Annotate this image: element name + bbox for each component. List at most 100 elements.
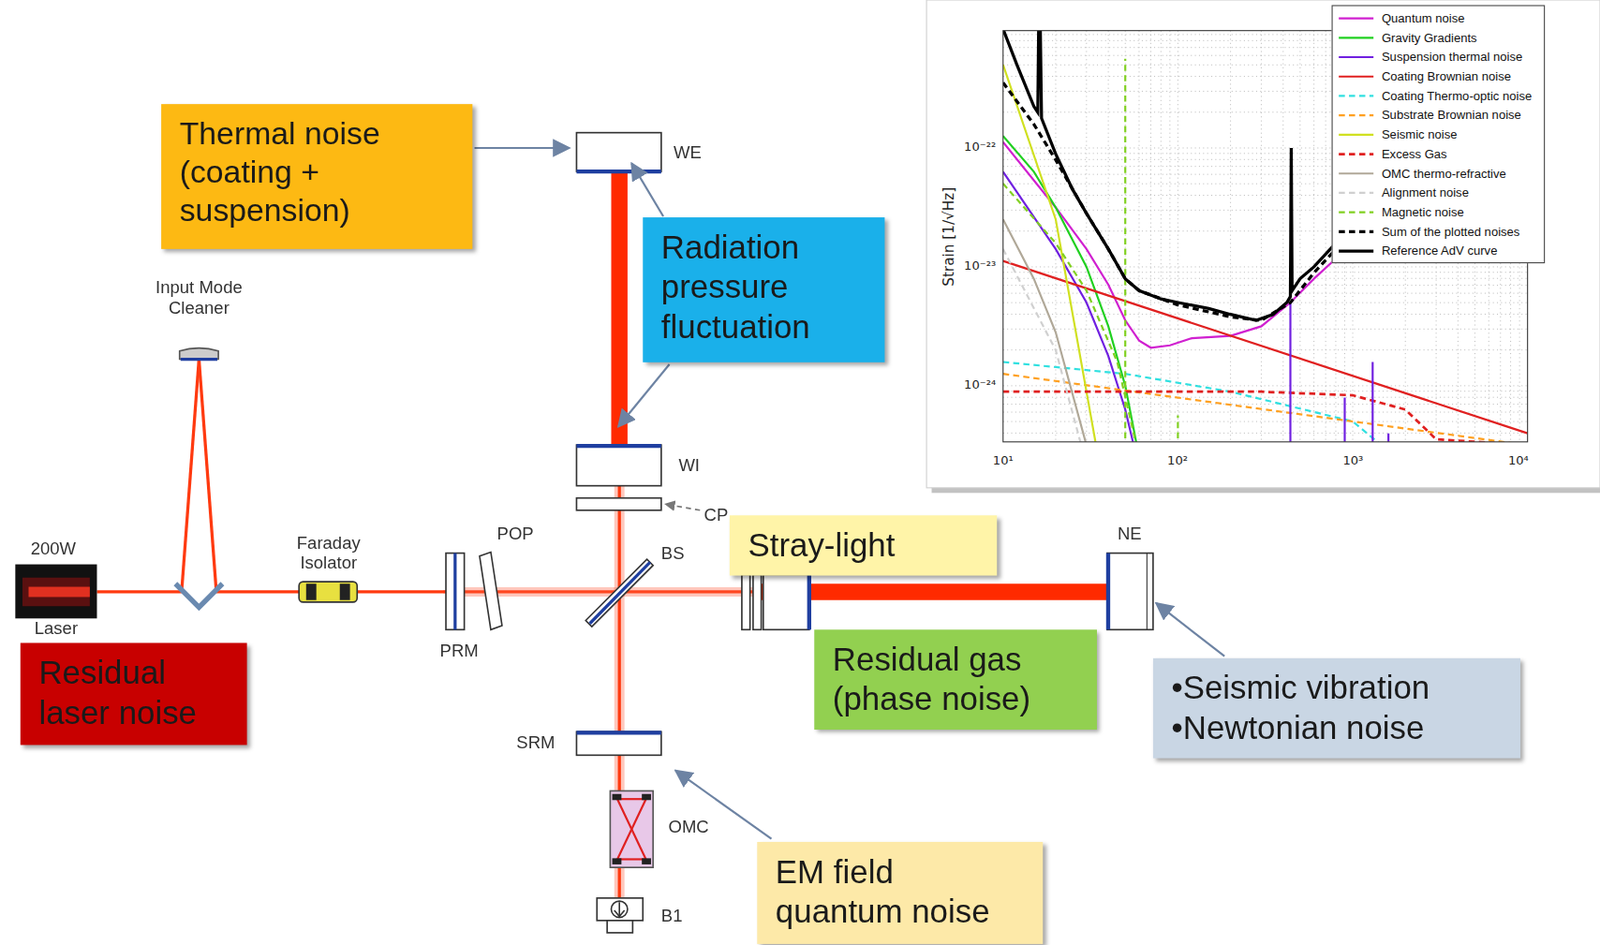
west-end-mirror: [576, 133, 661, 172]
axis-tick-label: 10⁻²²: [963, 140, 996, 155]
component-label: NE: [1117, 523, 1142, 544]
callout-box: •Seismic vibration•Newtonian noise: [1153, 658, 1521, 759]
component-label: Laser: [34, 619, 78, 639]
legend-entry: Magnetic noise: [1336, 202, 1541, 223]
grid-line: [1108, 30, 1110, 443]
laser-symbol: [14, 564, 97, 620]
legend-line-sample: [1336, 245, 1376, 256]
axis-tick-label: 10⁻²⁴: [963, 378, 996, 393]
grid-line: [1169, 30, 1171, 443]
grid-line: [1003, 412, 1528, 414]
callout-box: Residual laser noise: [20, 642, 248, 745]
grid-line: [1260, 30, 1262, 443]
component-label: BS: [661, 544, 685, 564]
signal-recycling-mirror: [576, 731, 661, 756]
component-label: CP: [704, 505, 729, 526]
legend-line: [1338, 36, 1374, 39]
component-label: Faraday Isolator: [277, 533, 380, 574]
legend-text: Excess Gas: [1381, 146, 1448, 161]
callout-box: Thermal noise (coating + suspension): [161, 103, 473, 250]
output-mode-cleaner: [609, 790, 653, 868]
legend-text: Seismic noise: [1381, 127, 1458, 142]
axis-title: Strain [1/√Hz]: [940, 187, 958, 287]
legend-line-sample: [1336, 89, 1376, 101]
legend-line: [1338, 94, 1374, 97]
legend-entry: Coating Thermo-optic noise: [1336, 86, 1541, 106]
legend-text: Reference AdV curve: [1381, 243, 1498, 258]
legend-entry: Alignment noise: [1336, 182, 1541, 203]
grid-line: [1003, 266, 1528, 267]
legend-text: Magnetic noise: [1381, 204, 1465, 219]
noise-curve: [1003, 261, 1528, 434]
legend-text: Substrate Brownian noise: [1381, 107, 1522, 122]
callout-text: EM field quantum noise: [775, 852, 1025, 933]
photodiode: [596, 898, 643, 934]
legend-line: [1338, 133, 1374, 135]
legend-line-sample: [1336, 109, 1376, 120]
legend-text: Suspension thermal noise: [1381, 49, 1523, 64]
legend-entry: Gravity Gradients: [1336, 27, 1541, 47]
noise-curve: [1124, 59, 1126, 443]
callout-text: Thermal noise (coating + suspension): [179, 114, 455, 231]
grid-line: [1003, 302, 1528, 304]
callout-text: Residual gas (phase noise): [832, 639, 1080, 720]
callout-text: Residual laser noise: [38, 652, 229, 733]
legend-text: Quantum noise: [1381, 10, 1466, 25]
grid-line: [1003, 328, 1528, 330]
noise-curve: [1003, 64, 1099, 443]
legend-line-sample: [1336, 71, 1376, 82]
legend-line-sample: [1336, 13, 1376, 24]
axis-tick-label: 10¹: [992, 454, 1014, 469]
legend-line-sample: [1336, 225, 1376, 237]
grid-line: [1003, 397, 1528, 399]
noise-curve: [1003, 183, 1140, 443]
legend-line: [1338, 152, 1374, 156]
component-label: WE: [673, 143, 702, 163]
noise-curve: [1387, 433, 1390, 443]
legend-line: [1338, 229, 1374, 233]
axis-tick-label: 10²: [1167, 454, 1188, 469]
west-input-mirror: [576, 444, 700, 511]
legend-entry: Coating Brownian noise: [1336, 66, 1541, 87]
legend-entry: Reference AdV curve: [1336, 240, 1541, 261]
noise-curve: [1003, 391, 1528, 443]
callout-box: Residual gas (phase noise): [814, 629, 1097, 730]
callout-box: EM field quantum noise: [756, 842, 1043, 945]
axis-tick-label: 10⁻²³: [963, 259, 996, 274]
grid-line: [1003, 421, 1528, 423]
noise-curve: [1288, 302, 1291, 443]
legend-line: [1338, 210, 1374, 213]
chart-legend: Quantum noiseGravity GradientsSuspension…: [1332, 4, 1546, 264]
component-label: OMC: [667, 817, 709, 838]
grid-line: [1003, 390, 1528, 392]
legend-text: Alignment noise: [1381, 185, 1469, 200]
grid-line: [1003, 432, 1528, 434]
legend-entry: Quantum noise: [1336, 8, 1541, 29]
noise-curve: [1371, 361, 1374, 442]
noise-curve: [1003, 219, 1087, 443]
callout-text: Stray-light: [747, 525, 978, 566]
component-label: B1: [661, 906, 683, 927]
legend-entry: Sum of the plotted noises: [1336, 221, 1541, 241]
callout-box: Radiation pressure fluctuation: [642, 217, 885, 363]
component-label: PRM: [440, 641, 479, 662]
power-recycling-mirror: [445, 551, 503, 630]
legend-entry: Substrate Brownian noise: [1336, 104, 1541, 125]
grid-line: [1177, 30, 1179, 443]
legend-line-sample: [1336, 187, 1376, 198]
north-end-mirror: [1107, 553, 1154, 631]
legend-line: [1338, 113, 1374, 116]
noise-curve: [1003, 249, 1082, 443]
grid-line: [1299, 30, 1301, 443]
component-label: 200W: [30, 539, 76, 560]
legend-text: Coating Thermo-optic noise: [1381, 88, 1532, 103]
legend-line: [1338, 249, 1374, 252]
grid-line: [1150, 30, 1152, 443]
legend-line: [1338, 191, 1374, 193]
noise-curve: [1003, 171, 1137, 442]
grid-line: [1003, 313, 1528, 315]
component-label: SRM: [516, 733, 555, 754]
legend-text: OMC thermo-refractive: [1381, 165, 1507, 180]
grid-line: [1125, 30, 1126, 443]
